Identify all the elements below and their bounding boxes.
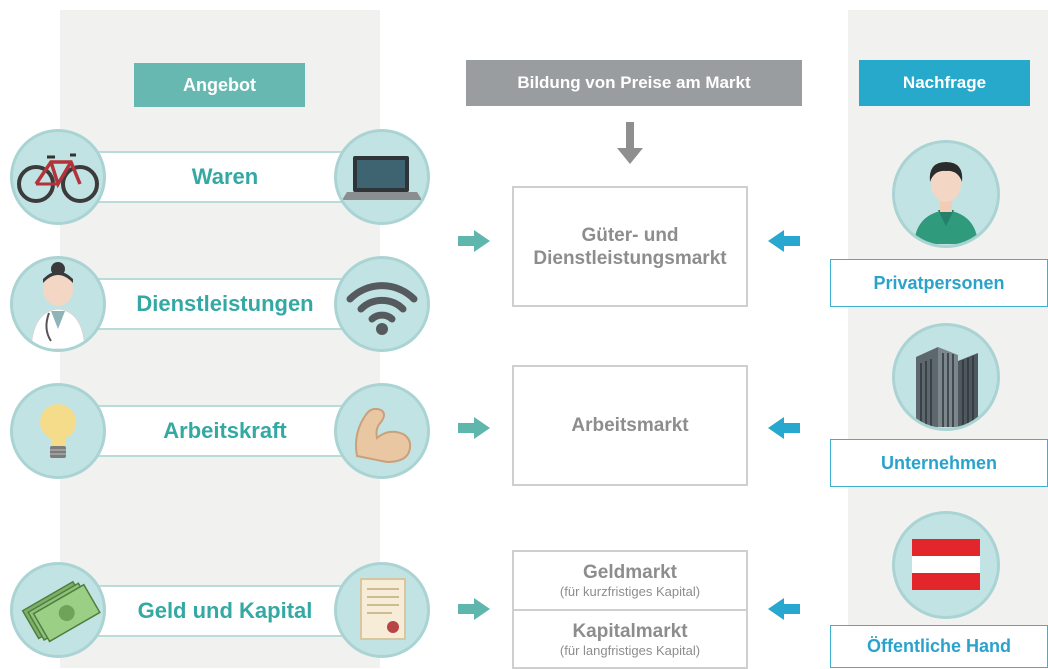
demand-item-label: Unternehmen bbox=[880, 452, 997, 473]
arrow-right-icon bbox=[458, 230, 490, 252]
arrow-right-icon bbox=[458, 598, 490, 620]
arrow-right-icon bbox=[458, 417, 490, 439]
supply-item-dienstleistungen: Dienstleistungen bbox=[90, 278, 360, 330]
lightbulb-icon bbox=[10, 383, 106, 479]
arrow-left-icon bbox=[768, 230, 800, 252]
goods-market-line2: Dienstleistungsmarkt bbox=[533, 247, 727, 269]
goods-market-line1: Güter- und bbox=[581, 224, 679, 246]
money-market-label: Geldmarkt bbox=[583, 562, 677, 583]
demand-item-privatpersonen: Privatpersonen bbox=[830, 259, 1048, 307]
capital-market-sub: (für langfristiges Kapital) bbox=[559, 642, 701, 658]
money-market-sub: (für kurzfristiges Kapital) bbox=[559, 584, 701, 599]
demand-header: Nachfrage bbox=[859, 60, 1030, 106]
supply-item-waren: Waren bbox=[90, 151, 360, 203]
price-formation-header: Bildung von Preise am Markt bbox=[466, 60, 802, 106]
arrow-left-icon bbox=[768, 598, 800, 620]
labour-market-box: Arbeitsmarkt bbox=[512, 365, 748, 486]
down-arrow-icon bbox=[617, 122, 643, 164]
demand-item-oeffentliche-hand: Öffentliche Hand bbox=[830, 625, 1048, 668]
laptop-icon bbox=[334, 129, 430, 225]
certificate-icon bbox=[334, 562, 430, 658]
person-icon bbox=[892, 140, 1000, 248]
supply-item-geld-und-kapital: Geld und Kapital bbox=[90, 585, 360, 637]
wifi-icon bbox=[334, 256, 430, 352]
supply-item-label: Waren bbox=[191, 164, 259, 189]
supply-item-label: Dienstleistungen bbox=[136, 291, 314, 316]
capital-market-box: Kapitalmarkt (für langfristiges Kapital) bbox=[512, 609, 748, 669]
doctor-icon bbox=[10, 256, 106, 352]
money-market-box: Geldmarkt (für kurzfristiges Kapital) bbox=[512, 550, 748, 611]
bicycle-icon bbox=[10, 129, 106, 225]
flexed-arm-icon bbox=[334, 383, 430, 479]
supply-item-label: Geld und Kapital bbox=[137, 598, 313, 623]
arrow-left-icon bbox=[768, 417, 800, 439]
labour-market-label: Arbeitsmarkt bbox=[571, 415, 689, 436]
supply-item-label: Arbeitskraft bbox=[163, 418, 287, 443]
demand-item-label: Öffentliche Hand bbox=[866, 636, 1011, 656]
money-icon bbox=[10, 562, 106, 658]
office-building-icon bbox=[892, 323, 1000, 431]
demand-item-unternehmen: Unternehmen bbox=[830, 439, 1048, 487]
goods-market-box: Güter- und Dienstleistungsmarkt bbox=[512, 186, 748, 307]
austria-flag-icon bbox=[892, 511, 1000, 619]
supply-item-arbeitskraft: Arbeitskraft bbox=[90, 405, 360, 457]
supply-header: Angebot bbox=[134, 63, 305, 107]
demand-item-label: Privatpersonen bbox=[873, 272, 1005, 293]
supply-panel bbox=[60, 10, 380, 668]
capital-market-label: Kapitalmarkt bbox=[572, 620, 688, 642]
